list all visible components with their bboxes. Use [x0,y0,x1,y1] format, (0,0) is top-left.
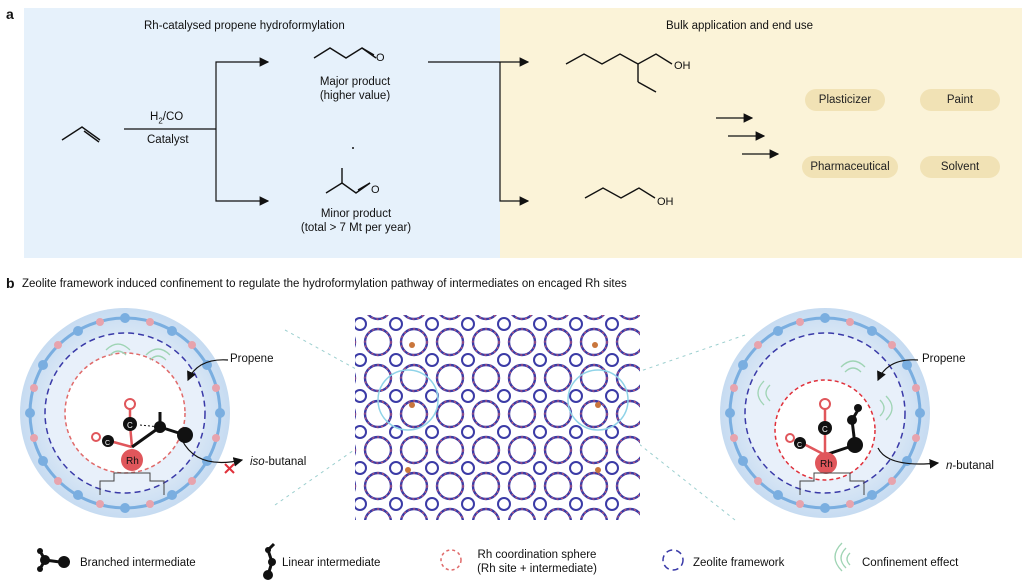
panel-a-left-title: Rh-catalysed propene hydroformylation [144,20,345,32]
legend-sphere-label: Rh coordination sphere (Rh site + interm… [477,549,597,575]
svg-text:C: C [105,440,110,447]
left-product-label: iso-butanal [250,456,307,468]
legend-confinement-label: Confinement effect [862,557,959,569]
arrow-to-minor [215,129,270,206]
minor-product-label: Minor product (total > 7 Mt per year) [300,208,412,234]
isobutanal-structure [325,168,371,194]
butanal-structure [313,47,377,59]
oh-bottom-text: OH [657,196,674,208]
propene-structure [61,126,101,143]
legend-confinement-icon [834,542,851,572]
minor-o-text: O [371,184,380,196]
svg-text:C: C [822,425,828,434]
zeolite-framework-image [355,315,640,520]
right-zeolite-cage: Rh C C [720,308,940,518]
end-use-paint: Paint [920,89,1000,111]
svg-text:Rh: Rh [820,459,833,470]
reaction-reagent: H2/CO [150,111,184,126]
right-propene-label: Propene [922,353,966,365]
panel-b-label: b [6,275,15,291]
panel-b-title: Zeolite framework induced confinement to… [22,278,627,290]
oh-top-text: OH [674,60,691,72]
svg-text:C: C [127,421,133,430]
reaction-catalyst: Catalyst [147,134,189,146]
panel-a-label: a [6,6,14,22]
panel-a-right-title: Bulk application and end use [666,20,814,32]
legend-zeolite-label: Zeolite framework [693,557,785,569]
svg-text:C: C [797,442,802,449]
right-product-label: n-butanal [946,460,994,472]
svg-text:Rh: Rh [126,456,139,467]
legend-zeolite-icon [662,549,684,571]
legend-linear-label: Linear intermediate [282,557,381,569]
panel-a-left-background [24,8,500,258]
major-o-text: O [376,52,385,64]
legend-branched-icon [37,548,70,572]
end-use-pharmaceutical: Pharmaceutical [802,156,898,178]
legend-branched-label: Branched intermediate [80,557,196,569]
ethylhexanol-structure [565,53,673,93]
left-zeolite-cage: Rh C C [20,308,244,518]
arrow-to-major [215,57,270,129]
end-use-plasticizer: Plasticizer [805,89,885,111]
end-use-solvent: Solvent [920,156,1000,178]
left-propene-label: Propene [230,353,274,365]
arrow-to-butanol [499,62,530,206]
legend-linear-icon [263,542,276,580]
legend-sphere-icon [440,549,462,571]
butanol-structure [584,187,656,199]
major-product-label: Major product (higher value) [319,76,391,102]
